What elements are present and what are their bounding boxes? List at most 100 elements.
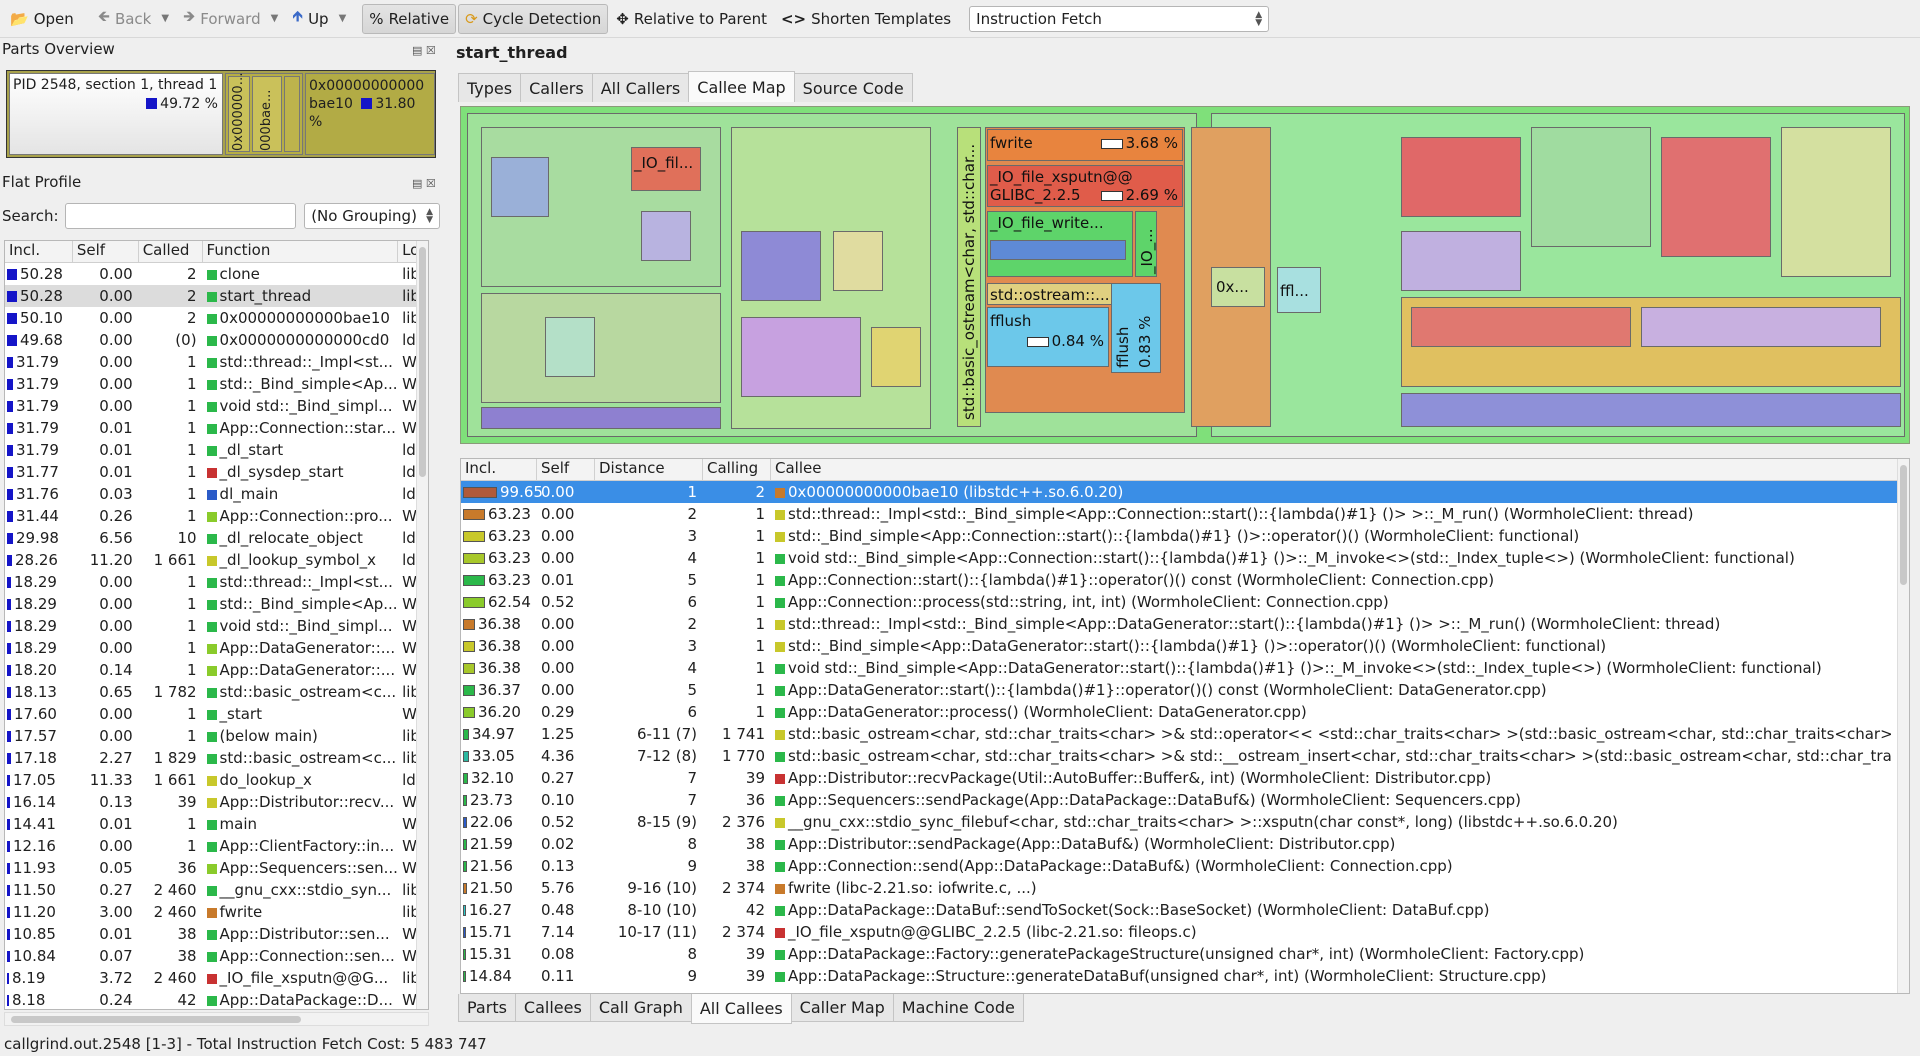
- tab-callers[interactable]: Callers: [520, 73, 593, 102]
- float-icon[interactable]: ▤: [412, 177, 423, 190]
- map-block[interactable]: [491, 157, 549, 217]
- forward-button[interactable]: 🡺Forward▼: [177, 4, 284, 34]
- map-block-ox[interactable]: 0x...: [1211, 267, 1265, 307]
- map-block[interactable]: [833, 231, 883, 291]
- map-block[interactable]: [1641, 307, 1881, 347]
- map-block-io-fil[interactable]: _IO_fil...: [631, 147, 701, 191]
- chevron-down-icon[interactable]: ▼: [161, 13, 170, 24]
- col-self[interactable]: Self: [73, 241, 139, 262]
- relative-toggle[interactable]: %Relative: [362, 3, 457, 34]
- table-row[interactable]: 31.790.011_dl_startld-2: [5, 439, 428, 461]
- map-block[interactable]: [1401, 231, 1521, 291]
- part-sub-a[interactable]: 0x000000…: [228, 72, 250, 152]
- close-icon[interactable]: ☒: [425, 177, 436, 190]
- col-function[interactable]: Function: [203, 241, 399, 262]
- open-button[interactable]: 📂Open: [10, 9, 74, 28]
- map-block-file-write[interactable]: _IO_file_write...: [987, 211, 1133, 277]
- map-block[interactable]: [545, 317, 595, 377]
- back-button[interactable]: 🡸Back▼: [92, 4, 175, 34]
- tab-callee-map[interactable]: Callee Map: [688, 71, 795, 102]
- col-incl[interactable]: Incl.: [5, 241, 73, 262]
- map-block-ostream[interactable]: std::ostream::...: [987, 283, 1117, 305]
- part-block-3[interactable]: 0x00000000000 bae10 31.80 %: [305, 73, 435, 155]
- col-incl[interactable]: Incl.: [461, 459, 537, 480]
- up-button[interactable]: 🡹Up▼: [286, 4, 352, 34]
- dock-buttons[interactable]: ▤ ☒: [412, 44, 436, 57]
- map-block[interactable]: [741, 231, 821, 301]
- part-block-2[interactable]: 0x000000… 000bae...: [225, 72, 303, 155]
- map-block[interactable]: [741, 317, 861, 397]
- parts-overview-map[interactable]: PID 2548, section 1, thread 1 49.72 % 0x…: [6, 70, 436, 158]
- table-row[interactable]: 11.203.002 460fwritelibc: [5, 901, 428, 923]
- map-block[interactable]: [1781, 127, 1891, 277]
- part-thread-1[interactable]: PID 2548, section 1, thread 1 49.72 %: [9, 73, 223, 155]
- chevron-down-icon[interactable]: ▼: [338, 13, 347, 24]
- scroll-thumb[interactable]: [1900, 465, 1907, 585]
- tab-source-code[interactable]: Source Code: [793, 73, 913, 102]
- col-calling[interactable]: Calling: [703, 459, 771, 480]
- event-type-select[interactable]: Instruction Fetch▲▼: [969, 5, 1270, 32]
- scroll-thumb[interactable]: [11, 1016, 301, 1023]
- vertical-scrollbar[interactable]: [416, 241, 428, 1009]
- table-row[interactable]: 50.280.002clonelibc: [5, 263, 428, 285]
- float-icon[interactable]: ▤: [412, 44, 423, 57]
- tab-caller-map[interactable]: Caller Map: [790, 994, 894, 1022]
- part-sub-c[interactable]: [284, 76, 300, 152]
- tab-parts[interactable]: Parts: [458, 994, 516, 1022]
- vertical-scrollbar[interactable]: [1897, 459, 1909, 993]
- search-input[interactable]: [64, 203, 297, 229]
- cycle-detection-toggle[interactable]: ⟳Cycle Detection: [458, 3, 609, 34]
- table-row[interactable]: 17.570.001(below main)libc: [5, 725, 428, 747]
- map-block-basic-ostream[interactable]: std::basic_ostream<char, std::char...: [957, 127, 981, 427]
- tab-callees[interactable]: Callees: [514, 994, 591, 1022]
- col-self[interactable]: Self: [537, 459, 595, 480]
- tab-machine-code[interactable]: Machine Code: [892, 994, 1024, 1022]
- map-block[interactable]: [641, 211, 691, 261]
- tab-all-callers[interactable]: All Callers: [591, 73, 690, 102]
- tab-call-graph[interactable]: Call Graph: [589, 994, 692, 1022]
- tab-types[interactable]: Types: [458, 73, 522, 102]
- col-distance[interactable]: Distance: [595, 459, 703, 480]
- map-block-ffl[interactable]: ffl...: [1277, 267, 1321, 313]
